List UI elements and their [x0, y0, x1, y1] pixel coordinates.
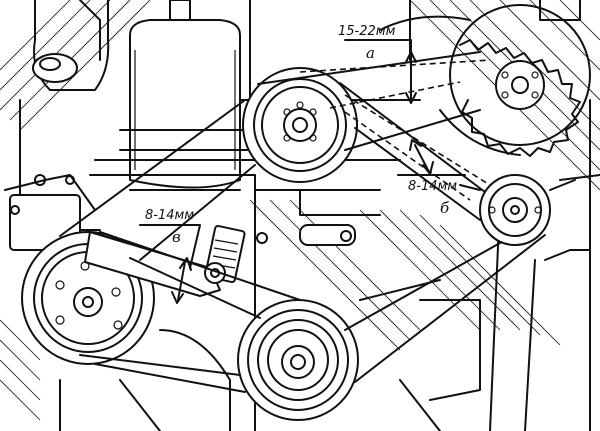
- belts: [59, 51, 546, 393]
- measurement-a-letter: а: [366, 44, 375, 62]
- measurement-b-letter: б: [440, 199, 450, 217]
- measurement-v-letter: в: [172, 228, 181, 246]
- measurement-arrows: [139, 39, 466, 304]
- tensioner-arm: [84, 225, 246, 297]
- gear-pulley: [439, 4, 591, 157]
- oil-filter: [119, 0, 251, 191]
- water-pump-pulley: [242, 67, 358, 183]
- measurement-v-value: 8-14мм: [145, 208, 194, 223]
- crankshaft-pulley: [237, 299, 359, 421]
- measurement-b-value: 8-14мм: [408, 179, 457, 194]
- idler-pulley: [459, 174, 576, 246]
- measurement-a-value: 15-22мм: [338, 24, 396, 39]
- top-left-housing: [4, 0, 110, 251]
